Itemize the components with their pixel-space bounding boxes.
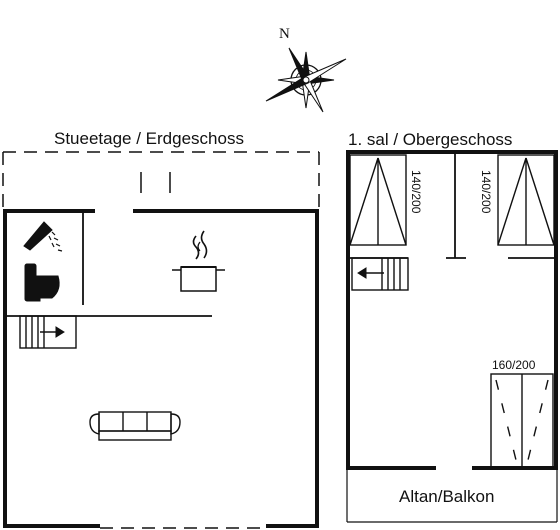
stairs-arrow-right-icon: [40, 326, 65, 338]
toilet-icon: [24, 263, 60, 302]
sofa-icon: [89, 411, 181, 441]
compass-star-icon: [265, 47, 347, 113]
upper-floor: 1. sal / Obergeschoss 140/200: [346, 130, 558, 523]
cooking-pot-icon: [172, 230, 225, 292]
compass-rose: N: [265, 26, 347, 113]
compass-north-label: N: [279, 26, 290, 42]
bed-right: [497, 154, 555, 246]
bed-right-size-label: 140/200: [479, 170, 493, 214]
balcony-outline: [346, 468, 558, 523]
upper-floor-walls: [346, 150, 558, 470]
ground-floor-walls: [3, 209, 319, 528]
bed-left: [349, 154, 407, 246]
bed-bottom: [490, 373, 554, 468]
ground-floor-dashed-outline: [2, 151, 320, 529]
upper-floor-interior-walls: [348, 152, 556, 259]
upper-floor-stairs: [351, 257, 409, 291]
bed-left-size-label: 140/200: [409, 170, 423, 214]
upper-floor-title: 1. sal / Obergeschoss: [348, 130, 512, 149]
shower-icon: [23, 221, 63, 252]
ground-floor-title: Stueetage / Erdgeschoss: [54, 129, 244, 148]
ground-floor: Stueetage / Erdgeschoss: [2, 129, 320, 529]
balcony-label: Altan/Balkon: [399, 487, 494, 506]
stairs-arrow-left-icon: [357, 267, 384, 279]
ground-floor-window-marks: [140, 172, 171, 193]
bed-bottom-size-label: 160/200: [492, 358, 536, 372]
